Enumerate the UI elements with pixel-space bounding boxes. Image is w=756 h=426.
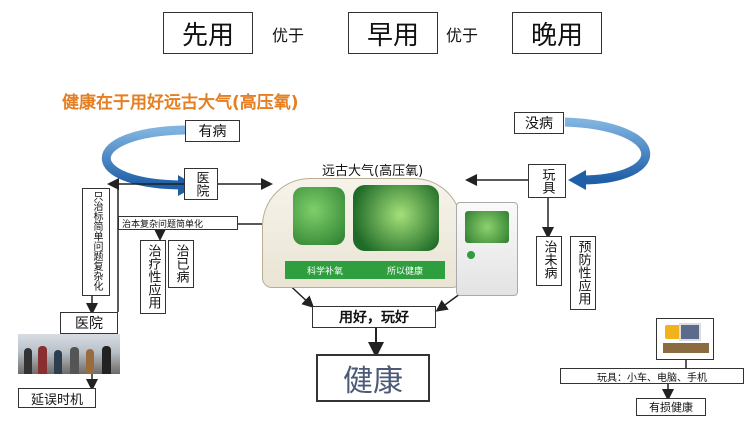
box-hospital-left: 医院	[60, 312, 118, 334]
chamber-base-band: 科学补氧 所以健康	[285, 261, 445, 279]
box-preventive-use: 预防性应用	[570, 236, 596, 310]
chamber-window-right	[353, 185, 439, 251]
headline: 健康在于用好远古大气(高压氧)	[62, 93, 299, 113]
box-simple-fix: 只治标简单问题复杂化	[82, 188, 110, 296]
top-box-first: 先用	[163, 12, 253, 54]
box-use-well: 用好，玩好	[312, 306, 436, 328]
box-toys-list: 玩具：小车、电脑、手机	[560, 368, 744, 384]
top-box-third: 晚用	[512, 12, 602, 54]
box-treatment-use: 治疗性应用	[140, 240, 166, 314]
box-toy: 玩具	[528, 164, 566, 198]
band-left-text: 科学补氧	[306, 266, 343, 277]
curved-arrow-right	[564, 117, 651, 185]
box-health: 健康	[316, 354, 430, 402]
oxygen-unit	[456, 202, 518, 296]
box-treat-existing: 治已病	[168, 240, 194, 288]
curved-arrow-left	[102, 125, 186, 190]
box-no-illness: 没病	[514, 112, 564, 134]
top-box-second: 早用	[348, 12, 438, 54]
person-at-computer-icon	[656, 318, 714, 360]
band-right-text: 所以健康	[386, 266, 423, 277]
hyperbaric-chamber: 科学补氧 所以健康	[262, 178, 462, 288]
top-better-2: 优于	[446, 26, 479, 45]
chamber-window-left	[293, 187, 345, 245]
box-prevent-future: 治未病	[536, 236, 562, 286]
box-sick: 有病	[185, 120, 240, 142]
box-delay: 延误时机	[18, 388, 96, 408]
box-hospital-mid: 医院	[184, 168, 218, 200]
top-better-1: 优于	[272, 26, 305, 45]
box-harm-health: 有损健康	[636, 398, 706, 416]
machine-title: 远古大气(高压氧)	[322, 164, 424, 179]
box-treat-root: 治本复杂问题简单化	[118, 216, 238, 230]
hospital-crowd-photo	[18, 334, 120, 374]
